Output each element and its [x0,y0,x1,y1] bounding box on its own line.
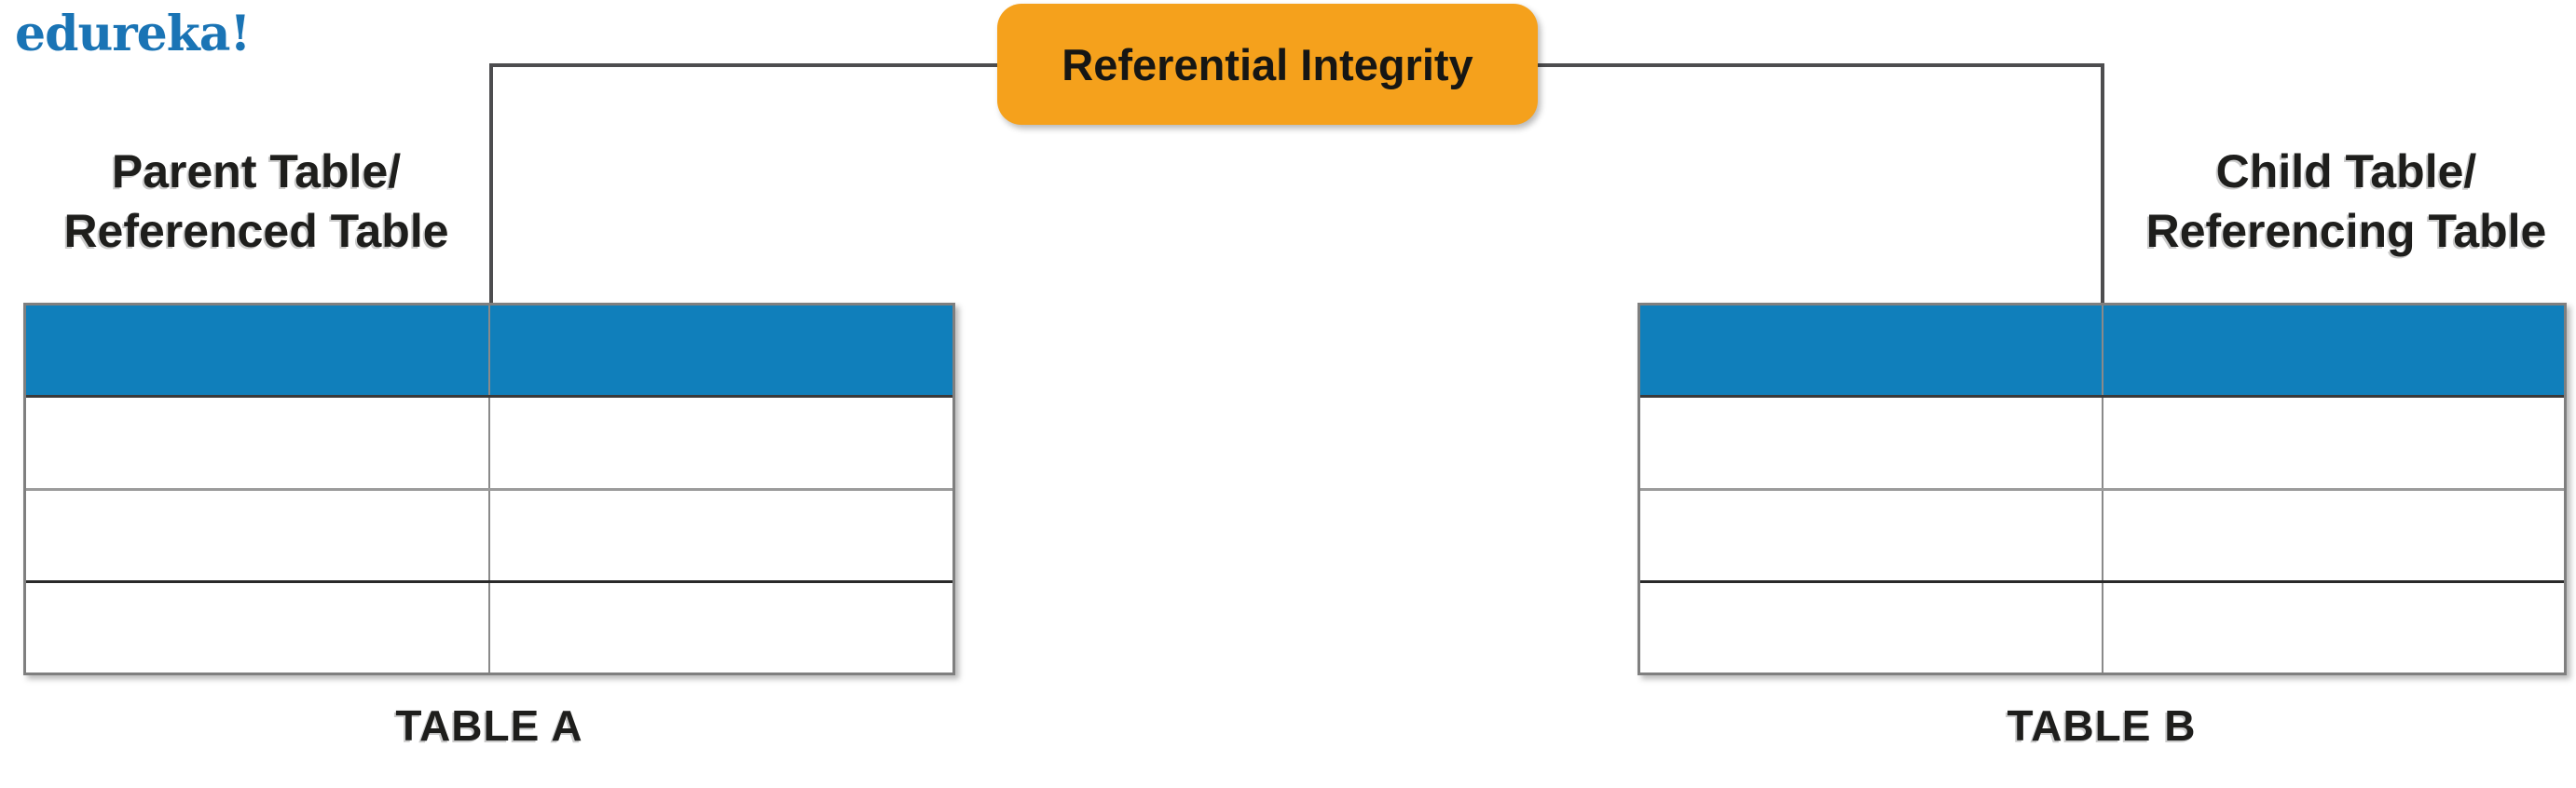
table-row [26,490,952,583]
table-row [1640,490,2565,583]
table-cell [1640,583,2102,673]
table-b-caption: TABLE B [2007,701,2197,750]
connector-line-vertical-left [489,63,493,306]
table-cell [1640,398,2102,487]
referential-integrity-box: Referential Integrity [997,4,1538,125]
table-row [26,582,952,673]
table-header-row [1640,306,2565,399]
referential-integrity-label: Referential Integrity [1062,39,1473,89]
table-cell [26,398,488,487]
table-cell [488,582,952,673]
table-row [1640,582,2565,673]
parent-table-heading-line1: Parent Table/ [111,145,402,197]
child-table-heading-line2: Referencing Table [2145,205,2547,257]
table-cell [488,398,952,488]
table-cell [26,491,488,580]
table-a [23,303,955,675]
table-header-cell [2101,306,2565,396]
table-header-cell [26,306,488,395]
table-header-row [26,306,952,399]
parent-table-heading: Parent Table/ Referenced Table [14,142,499,261]
connector-line-horizontal-left [489,63,999,67]
table-cell [2101,398,2565,488]
connector-line-vertical-right [2101,63,2104,306]
connector-line-horizontal-right [1536,63,2104,67]
table-cell [26,583,488,673]
table-row [1640,398,2565,491]
table-cell [1640,491,2102,580]
table-b [1637,303,2567,675]
parent-table-heading-line2: Referenced Table [63,205,449,257]
table-header-cell [488,306,952,396]
table-cell [488,490,952,580]
table-cell [2101,582,2565,673]
table-cell [2101,490,2565,580]
child-table-heading-line1: Child Table/ [2215,145,2477,197]
table-a-caption: TABLE A [395,701,583,750]
table-row [26,398,952,491]
child-table-heading: Child Table/ Referencing Table [2130,142,2563,261]
table-header-cell [1640,306,2102,395]
edureka-logo: edureka! [15,6,251,62]
